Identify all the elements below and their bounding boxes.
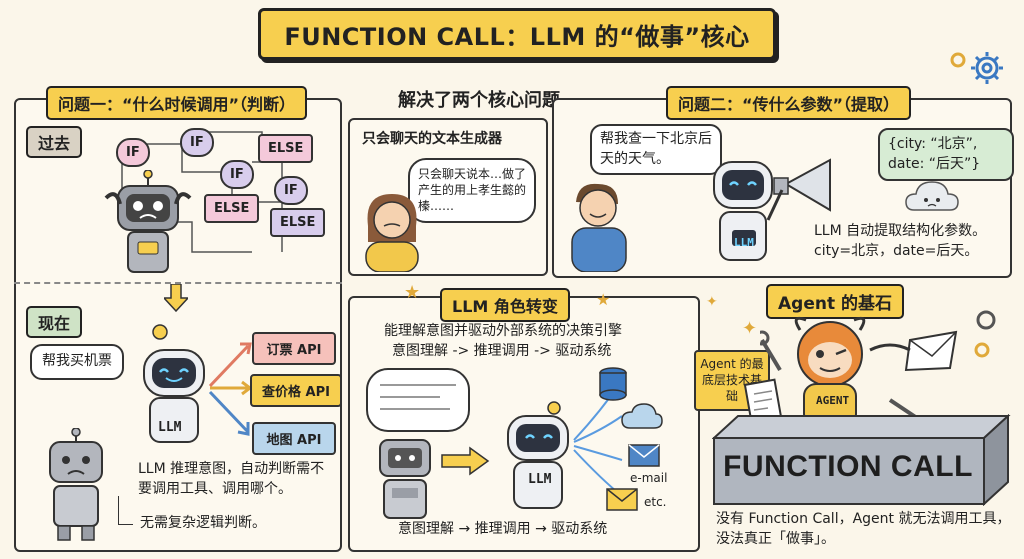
etc-label: etc. [644, 495, 667, 509]
logic-if-1: IF [116, 138, 150, 167]
center-heading: 解决了两个核心问题 [398, 90, 560, 111]
logic-else-1: ELSE [258, 134, 314, 163]
logic-else-2: ELSE [204, 194, 260, 223]
params-bubble: {city: “北京”, date: “后天”} [878, 128, 1014, 182]
api-booking: 订票 API [252, 332, 336, 365]
divider [14, 282, 342, 284]
arrow-down-icon [164, 284, 188, 312]
user-request-bubble: 帮我买机票 [30, 344, 124, 380]
arrow-right-icon [441, 446, 490, 476]
megaphone-robot-icon [713, 158, 831, 261]
logic-if-2: IF [180, 128, 214, 157]
agent-tag: Agent 的基石 [766, 284, 905, 319]
problem1-tag: 问题一：“什么时候调用”（判断） [46, 86, 308, 120]
cloud-icon [621, 403, 663, 429]
llm-robot-icon [507, 401, 569, 509]
chat-only-bubble: 只会聊天说本…做了产生的用上孝生懿的榛…… [408, 158, 536, 223]
role-change-line1: 能理解意图并驱动外部系统的决策引擎 [384, 323, 622, 339]
man-avatar [571, 183, 627, 272]
note-connector [118, 496, 133, 525]
problem1-note: 无需复杂逻辑判断。 [140, 515, 266, 531]
agent-mascot-label: AGENT [816, 394, 850, 407]
woman-avatar [365, 194, 419, 272]
sparkle-icon: ✦ [706, 294, 718, 310]
agent-footer: 没有 Function Call，Agent 就无法调用工具，没法真正「做事」。 [716, 511, 1011, 547]
gear-icon [950, 52, 1003, 84]
problem2-explanation: LLM 自动提取结构化参数。city=北京，date=后天。 [814, 223, 987, 259]
problem2-robot-label: LLM [734, 236, 754, 249]
thought-bubble [366, 368, 470, 432]
user-request-text: 帮我买机票 [42, 353, 112, 369]
problem2-request-bubble: 帮我查一下北京后天的天气。 [590, 124, 722, 176]
now-label: 现在 [26, 306, 83, 338]
params-bubble-text: {city: “北京”, date: “后天”} [888, 136, 981, 172]
agent-mascot-icon [760, 316, 958, 427]
problem2-request-text: 帮我查一下北京后天的天气。 [600, 131, 712, 167]
llm-robot-label: LLM [158, 420, 182, 435]
role-change-footer: 意图理解 → 推理调用 → 驱动系统 [398, 521, 608, 537]
api-map: 地图 API [252, 422, 336, 455]
logic-else-3: ELSE [270, 208, 326, 237]
gear-icon [974, 310, 996, 358]
page-title: FUNCTION CALL：LLM 的“做事”核心 [284, 22, 750, 51]
old-robot-icon [379, 439, 431, 519]
confused-robot-icon [104, 170, 192, 273]
sad-robot-icon [49, 428, 103, 541]
sparkle-icon: ★ [596, 290, 611, 309]
function-call-block [712, 414, 1011, 506]
llm-center-label: LLM [528, 472, 552, 487]
chat-only-bubble-text: 只会聊天说本…做了产生的用上孝生懿的榛…… [418, 167, 527, 214]
envelope-icon [606, 488, 638, 511]
role-change-line2: 意图理解 -> 推理调用 -> 驱动系统 [392, 343, 612, 359]
llm-robot-icon [143, 324, 205, 443]
problem1-explanation: LLM 推理意图，自动判断需不要调用工具、调用哪个。 [138, 461, 325, 497]
api-price: 查价格 API [250, 374, 342, 407]
api-arrows [208, 342, 253, 436]
problem2-tag: 问题二：“传什么参数”（提取） [666, 86, 912, 120]
sparkle-icon: ★ [404, 282, 421, 303]
email-icon [628, 444, 660, 467]
database-icon [599, 367, 627, 401]
document-icon [744, 378, 783, 424]
sparkle-icon: ✦ [742, 318, 758, 339]
role-change-tag: LLM 角色转变 [440, 288, 570, 322]
past-label: 过去 [26, 126, 83, 158]
email-label: e-mail [630, 471, 668, 485]
logic-if-4: IF [274, 176, 308, 205]
title-banner: FUNCTION CALL：LLM 的“做事”核心 [258, 8, 776, 60]
logic-if-3: IF [220, 160, 254, 189]
function-call-block-label: FUNCTION CALL [723, 450, 973, 483]
weather-icon [905, 181, 959, 211]
chat-only-heading: 只会聊天的文本生成器 [362, 131, 502, 147]
